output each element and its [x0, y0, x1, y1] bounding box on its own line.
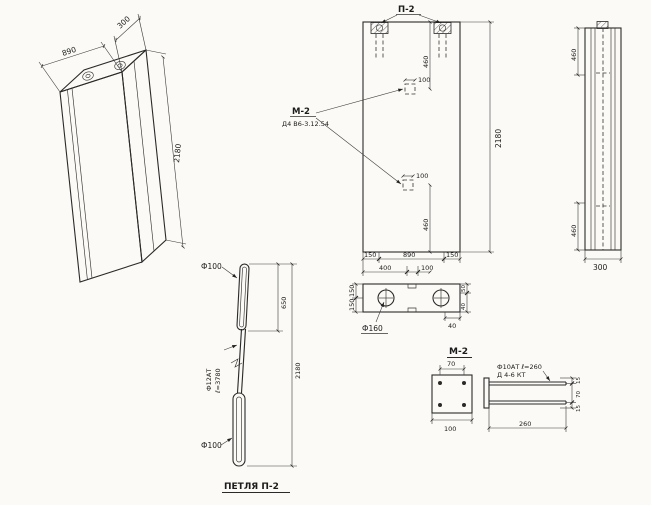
side-view: 460 460 300: [570, 21, 623, 272]
panel-outline: [362, 21, 461, 253]
plan-dim-left-bottom: 150: [348, 299, 356, 311]
m2-anchor-spec: Ф10АТ ℓ=260: [497, 363, 542, 371]
iso-dim-depth: 300: [115, 14, 132, 30]
loop-top-eye: [236, 263, 250, 331]
anchor-dot: [462, 381, 466, 385]
front-mark-note: Д4 В6-3.12.54: [282, 120, 329, 128]
embedded-plate-lower: [402, 179, 414, 191]
anchor-dot: [438, 381, 442, 385]
loop-bar-length: ℓ=3780: [214, 368, 222, 393]
front-dim-lower-inset: 460: [422, 219, 430, 231]
lifting-loop-hole-left: [82, 71, 94, 81]
m2-dim-plate-width: 100: [444, 425, 456, 433]
loop-bottom-eye: [232, 392, 246, 467]
front-dim-row2-left: 400: [379, 264, 391, 272]
plan-dim-left-top: 150: [348, 285, 356, 297]
m2-dim-anchor-length: 260: [519, 420, 531, 428]
loop-dim-top-segment: 650: [280, 297, 288, 309]
m2-dim-right-1: 15: [576, 377, 582, 384]
loop-detail: Ф100 650 2180 Ф12АТ ℓ=3780 Ф100 ПЕТЛЯ П-…: [201, 262, 302, 494]
loop-niche-right: [433, 22, 452, 34]
front-dim-total-height: 2180: [494, 129, 503, 148]
iso-dim-height: 2180: [172, 143, 183, 163]
embedded-plate-upper: [404, 83, 416, 95]
iso-dim-width: 890: [61, 45, 78, 58]
isometric-view: 890 300 2180: [38, 13, 187, 283]
loop-side: [596, 21, 609, 29]
side-dim-width: 300: [593, 263, 608, 272]
front-mark-label: М-2: [292, 107, 310, 117]
loop-niche-left: [370, 22, 389, 34]
plan-hole-callout: Ф160: [362, 324, 383, 333]
front-dim-bottom-left: 150: [364, 251, 376, 259]
loop-bar-mark: Ф12АТ: [205, 369, 213, 391]
panel-front-face: [59, 71, 143, 283]
front-dim-upper-inset: 460: [422, 56, 430, 68]
plan-dim-right-top: 50: [461, 285, 467, 292]
plan-dim-notch: 40: [448, 322, 456, 330]
loop-top-dia: Ф100: [201, 262, 222, 271]
front-dim-plate-lower: 100: [416, 172, 428, 180]
front-view-title: П-2: [398, 5, 415, 15]
side-dim-upper: 460: [570, 49, 578, 61]
front-view: 100 100 460 460 2180 150 890 150 400 100…: [282, 5, 503, 276]
m2-title: М-2: [449, 347, 468, 357]
loop-dim-total: 2180: [294, 362, 302, 379]
m2-plate-side: [483, 377, 490, 409]
anchor-dot: [462, 403, 466, 407]
loop-detail-title: ПЕТЛЯ П-2: [224, 482, 279, 492]
m2-dim-anchor-spacing: 70: [447, 360, 455, 368]
front-dim-row2-right: 100: [421, 264, 433, 272]
loop-bottom-dia: Ф100: [201, 441, 222, 450]
m2-dim-right-2: 70: [576, 391, 582, 398]
m2-plate-plan: [431, 374, 473, 414]
m2-dim-right-3: 15: [576, 405, 582, 412]
front-dim-bottom-right: 150: [446, 251, 458, 259]
plan-view: 150 150 50 40 40 Ф160: [348, 282, 471, 334]
anchor-dot: [438, 403, 442, 407]
front-dim-plate-upper: 100: [418, 76, 430, 84]
m2-weld-note: Д 4-6 КТ: [497, 371, 525, 379]
front-dim-bottom-mid: 890: [403, 251, 415, 259]
side-dim-lower: 460: [570, 225, 578, 237]
plan-dim-right-bottom: 40: [461, 303, 467, 310]
m2-detail: М-2 70 100 Ф10АТ ℓ=260 Д 4-6 КТ 260: [430, 347, 582, 433]
